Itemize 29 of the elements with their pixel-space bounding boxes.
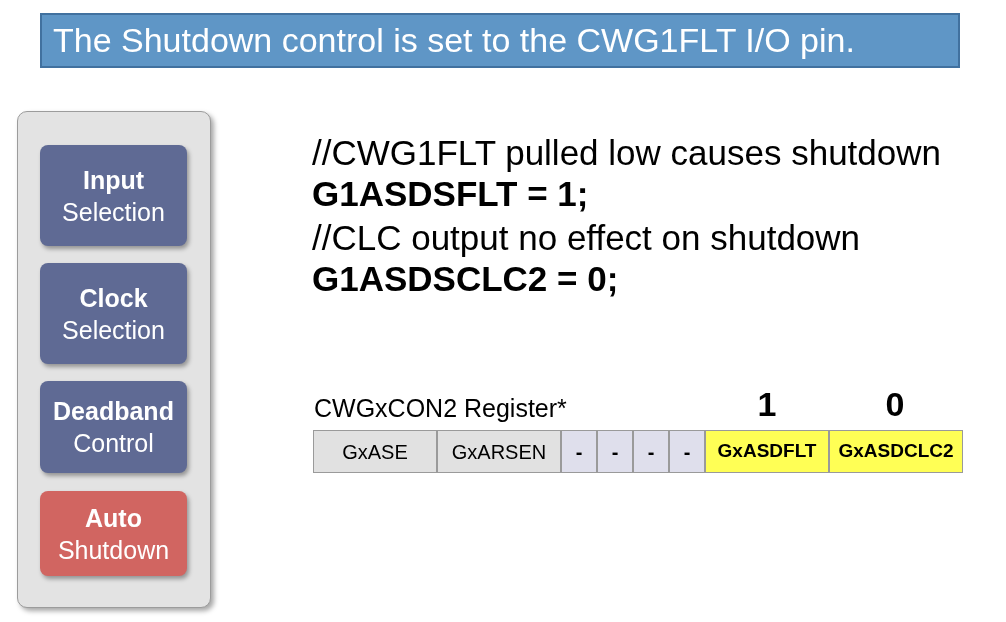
bit-value: 0: [884, 384, 906, 424]
menu-tile: [40, 381, 187, 473]
code-statement: G1ASDSCLC2 = 0;: [312, 258, 620, 300]
tile-subtitle: Selection: [62, 314, 165, 346]
side-panel: [17, 111, 211, 608]
code-statement: G1ASDSFLT = 1;: [312, 173, 590, 215]
menu-tile: [40, 491, 187, 576]
register-field: -: [561, 430, 597, 473]
register-title: CWGxCON2 Register*: [314, 393, 568, 424]
tile-heading: Deadband: [53, 396, 174, 427]
menu-tile: [40, 145, 187, 246]
register-field: -: [669, 430, 705, 473]
tile-subtitle: Selection: [62, 196, 165, 228]
code-comment: //CLC output no effect on shutdown: [312, 217, 862, 259]
tile-heading: Input: [82, 164, 145, 196]
tile-subtitle: Control: [73, 428, 154, 459]
tile-subtitle: Shutdown: [57, 534, 170, 566]
title-banner: The Shutdown control is set to the CWG1FLT I/O pin.: [40, 13, 960, 68]
code-comment: //CWG1FLT pulled low causes shutdown: [312, 132, 942, 174]
register-field: -: [597, 430, 633, 473]
menu-tile: [40, 263, 187, 364]
register-field: -: [633, 430, 669, 473]
register-field: GxASE: [313, 430, 437, 473]
tile-heading: Auto: [85, 502, 142, 534]
bit-value: 1: [756, 384, 778, 424]
register-field: GxARSEN: [437, 430, 561, 473]
register-field: GxASDFLT: [705, 430, 829, 473]
tile-heading: Clock: [79, 282, 148, 314]
register-field: GxASDCLC2: [829, 430, 963, 473]
